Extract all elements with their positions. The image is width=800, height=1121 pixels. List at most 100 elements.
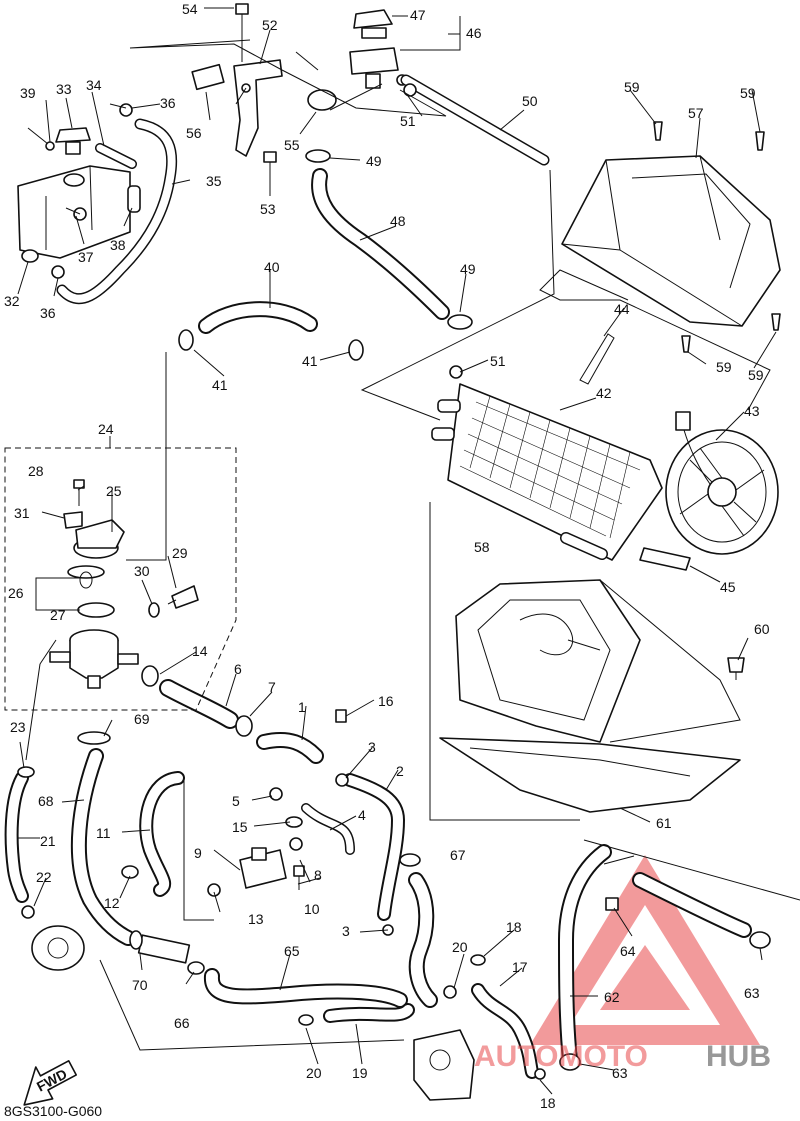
callout-49-top: 49 xyxy=(366,153,382,169)
callout-25: 25 xyxy=(106,483,122,499)
callout-39: 39 xyxy=(20,85,36,101)
clamp-38 xyxy=(127,185,141,213)
hose-21 xyxy=(4,771,29,903)
callout-41-left: 41 xyxy=(212,377,228,393)
callout-36-bottom: 36 xyxy=(40,305,56,321)
clip-23 xyxy=(17,766,35,778)
callout-29: 29 xyxy=(172,545,188,561)
clip-7 xyxy=(235,715,253,737)
callout-leaders xyxy=(17,7,777,1095)
clip-22 xyxy=(21,905,35,919)
callout-36-top: 36 xyxy=(160,95,176,111)
callout-18-bottom: 18 xyxy=(540,1095,556,1111)
clip-18-bottom xyxy=(534,1068,546,1080)
bolt-54 xyxy=(235,3,249,62)
clip-51-radiator xyxy=(449,365,463,379)
callout-30: 30 xyxy=(134,563,150,579)
callout-59-a: 59 xyxy=(624,79,640,95)
hose-62 xyxy=(558,844,612,1068)
callout-7: 7 xyxy=(268,679,276,695)
side-panel xyxy=(439,737,741,813)
callout-18-top: 18 xyxy=(506,919,522,935)
hose-19 xyxy=(323,1003,415,1023)
rivet-59-d xyxy=(771,313,781,331)
callout-52: 52 xyxy=(262,17,278,33)
callout-33: 33 xyxy=(56,81,72,97)
diagram-code: 8GS3100-G060 xyxy=(4,1103,102,1119)
clip-18-top xyxy=(470,954,486,966)
callout-24: 24 xyxy=(98,421,114,437)
hose-64 xyxy=(632,872,752,938)
callout-14: 14 xyxy=(192,643,208,659)
callout-53: 53 xyxy=(260,201,276,217)
clip-66 xyxy=(187,961,205,975)
callout-23: 23 xyxy=(10,719,26,735)
clip-14 xyxy=(141,665,159,687)
callout-1: 1 xyxy=(298,699,306,715)
hose-11 xyxy=(139,771,185,897)
hose-17 xyxy=(471,983,539,1079)
watermark-brand-a: AUTOMOTO xyxy=(474,1040,648,1073)
air-duct xyxy=(455,579,741,743)
callout-70: 70 xyxy=(132,977,148,993)
callout-38: 38 xyxy=(110,237,126,253)
hose-2 xyxy=(343,773,405,921)
callout-60: 60 xyxy=(754,621,770,637)
callout-12: 12 xyxy=(104,895,120,911)
callout-21: 21 xyxy=(40,833,56,849)
damper-56 xyxy=(191,63,225,91)
callout-11: 11 xyxy=(96,825,111,841)
callout-68: 68 xyxy=(38,793,54,809)
callout-34: 34 xyxy=(86,77,102,93)
callout-58: 58 xyxy=(474,539,490,555)
callout-13: 13 xyxy=(248,911,264,927)
clip-69 xyxy=(77,731,111,745)
bolt-28 xyxy=(73,479,85,506)
clip-20-left xyxy=(298,1014,314,1026)
thermostat xyxy=(67,565,105,589)
rivet-59-b xyxy=(755,131,765,151)
thermostat-group-outline xyxy=(4,436,237,711)
pipe-70 xyxy=(129,930,191,964)
callout-32: 32 xyxy=(4,293,20,309)
callout-41-right: 41 xyxy=(302,353,318,369)
rivet-59-a xyxy=(653,121,663,141)
callout-59-c: 59 xyxy=(716,359,732,375)
sensor-29 xyxy=(167,585,199,609)
callout-63-right: 63 xyxy=(744,985,760,1001)
callout-61: 61 xyxy=(656,815,672,831)
clip-44 xyxy=(579,333,615,385)
callout-3-top: 3 xyxy=(368,739,376,755)
radiator-cap xyxy=(353,9,393,39)
clip-51-top xyxy=(403,83,417,97)
callout-47: 47 xyxy=(410,7,426,23)
clip-67 xyxy=(399,853,421,867)
callout-66: 66 xyxy=(174,1015,190,1031)
clip-36-bottom xyxy=(51,265,65,279)
hose-67 xyxy=(408,872,438,1008)
callout-50: 50 xyxy=(522,93,538,109)
callout-48: 48 xyxy=(390,213,406,229)
callout-46: 46 xyxy=(466,25,482,41)
clip-63-right xyxy=(749,931,771,949)
bracket-31 xyxy=(63,511,83,529)
callout-56: 56 xyxy=(186,125,202,141)
rivet-59-c xyxy=(681,335,691,353)
callout-6: 6 xyxy=(234,661,242,677)
fitting-9 xyxy=(239,847,287,889)
hose-65 xyxy=(204,968,408,1008)
callout-65: 65 xyxy=(284,943,300,959)
callout-22: 22 xyxy=(36,869,52,885)
clip-13 xyxy=(207,883,221,897)
hose-50 xyxy=(400,74,550,166)
callout-4: 4 xyxy=(358,807,366,823)
callout-62: 62 xyxy=(604,989,620,1005)
clip-5 xyxy=(269,787,283,801)
clip-63-bottom xyxy=(559,1053,581,1071)
callout-51-top: 51 xyxy=(400,113,416,129)
callout-8: 8 xyxy=(314,867,322,883)
callout-19: 19 xyxy=(352,1065,368,1081)
callout-35: 35 xyxy=(206,173,222,189)
bolt-10 xyxy=(293,865,305,890)
callout-17: 17 xyxy=(512,959,528,975)
